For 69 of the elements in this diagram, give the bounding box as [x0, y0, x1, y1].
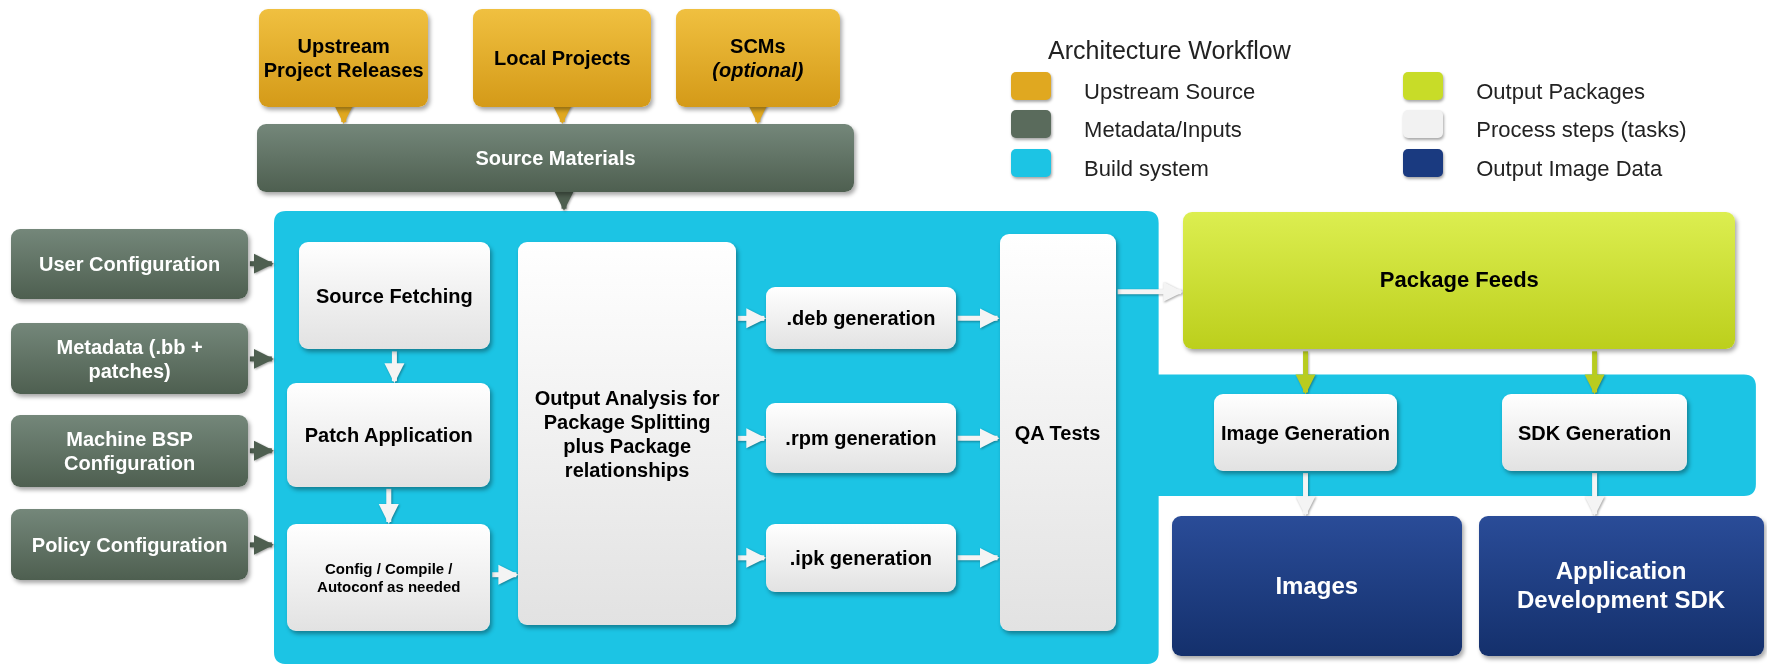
- node-label: User Configuration: [39, 251, 221, 276]
- arrow: [737, 428, 767, 449]
- output-box: [1183, 211, 1736, 350]
- input-box: [11, 323, 248, 395]
- arrow: [737, 308, 767, 329]
- node-label: Application Development SDK: [1516, 557, 1727, 615]
- arrow: [249, 534, 274, 555]
- process-box: [287, 383, 491, 487]
- node-label: Image Generation: [1221, 420, 1390, 445]
- arrow: [957, 547, 1000, 568]
- process-box: [1502, 394, 1687, 471]
- output-box: [1478, 516, 1764, 656]
- arrow: [737, 547, 767, 568]
- process-box: [766, 403, 956, 474]
- node-label: Config / Compile / Autoconf as needed: [316, 559, 462, 596]
- node-label: Upstream Project Releases: [263, 34, 425, 82]
- arrow: [1295, 473, 1316, 517]
- node-label: Source Materials: [475, 145, 636, 170]
- node-label: Source Fetching: [316, 283, 473, 308]
- arrow: [249, 348, 274, 369]
- node-label: .deb generation: [786, 306, 936, 331]
- input-box: [11, 228, 248, 299]
- legend-label: Metadata/Inputs: [1084, 117, 1242, 144]
- arrow: [1584, 351, 1605, 395]
- arrow: [249, 253, 274, 274]
- input-box: [11, 509, 248, 581]
- node-label: Metadata (.bb + patches): [55, 334, 204, 383]
- node-label: Policy Configuration: [31, 532, 228, 557]
- legend-label: Output Packages: [1476, 78, 1646, 105]
- node-label: Output Analysis for Package Splitting plus Package relationships: [533, 385, 721, 482]
- title: Architecture Workflow: [1048, 36, 1291, 66]
- arrow: [1584, 473, 1605, 517]
- node-label: QA Tests: [1014, 420, 1101, 445]
- input-box: [256, 123, 855, 192]
- arrow: [249, 440, 274, 461]
- node-note: (optional): [712, 58, 804, 82]
- source-box: [676, 9, 840, 108]
- node-label: Patch Application: [304, 422, 473, 447]
- arrow: [1295, 351, 1316, 395]
- arrow: [378, 488, 399, 524]
- source-box: [259, 9, 429, 108]
- legend-label: Upstream Source: [1084, 78, 1256, 105]
- arrow: [957, 308, 1000, 329]
- arrow: [1117, 281, 1184, 302]
- source-box: [473, 9, 652, 108]
- node-label: SCMs: [730, 34, 786, 58]
- process-box: [766, 287, 956, 350]
- node-label: Package Feeds: [1379, 267, 1539, 294]
- process-box: [287, 524, 491, 632]
- node-label: Images: [1275, 571, 1359, 601]
- legend-label: Process steps (tasks): [1476, 117, 1687, 144]
- process-box: [766, 524, 956, 592]
- arrow: [384, 351, 405, 384]
- process-box: [518, 242, 736, 626]
- process-box: [1213, 394, 1398, 471]
- input-box: [11, 414, 248, 487]
- arrow: [492, 564, 519, 585]
- legend-label: Output Image Data: [1476, 155, 1663, 182]
- node-label: SDK Generation: [1517, 420, 1672, 445]
- process-box: [298, 242, 491, 350]
- arrow: [957, 428, 1000, 449]
- node-label: .ipk generation: [789, 545, 933, 570]
- node-label: Local Projects: [493, 46, 631, 70]
- output-box: [1172, 516, 1462, 656]
- arrow: [554, 190, 574, 211]
- node-label: Machine BSP Configuration: [63, 426, 197, 475]
- node-label: .rpm generation: [785, 426, 937, 451]
- legend-label: Build system: [1084, 155, 1209, 182]
- process-box: [999, 234, 1116, 632]
